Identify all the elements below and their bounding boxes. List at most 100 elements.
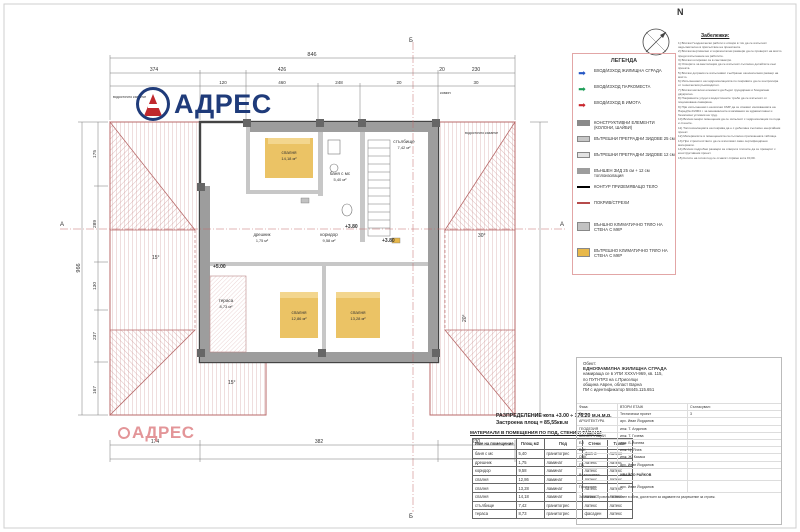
note-item: 8) Покривните улуци и водосточните тръби… xyxy=(678,96,767,105)
room-5-name: спалня xyxy=(291,310,307,315)
legend-title: ЛЕГЕНДА xyxy=(610,58,638,64)
legend-item-label: ВЪТРЕШНО КЛИМАТИЧНО ТЯЛО НА СТЕНА С МКР xyxy=(594,248,668,258)
signoff-person: арх. Иван Йорданов xyxy=(617,418,687,425)
table-row: дрешник 1,75 ламинат латекс латекс xyxy=(472,457,633,468)
ac-indoor-box xyxy=(391,237,401,244)
room-1-name: спалня xyxy=(281,150,297,155)
signoff-discipline: КОНСТРУКЦИИ xyxy=(579,433,606,438)
note-item: 6) Изпълнението на хидроизолацията по по… xyxy=(678,79,779,88)
sheet-frame xyxy=(3,3,797,529)
legend-item-label: ВЪТРЕШНИ ПРЕГРАДНИ ЗИДОВЕ 25 см xyxy=(594,136,675,141)
distribution-line-1: РАЗПРЕДЕЛЕНИЕ кота +3.00 ÷ 176.20 м.н.м.… xyxy=(496,413,612,419)
table-cell: 7,42 xyxy=(515,500,545,511)
ac-outdoor-box xyxy=(300,197,310,204)
slope-label-left: 15° xyxy=(152,255,160,261)
chimney-label: комин xyxy=(440,91,451,95)
signoff-discipline: ПБ xyxy=(579,462,584,467)
terrace-deck xyxy=(209,275,247,353)
note-item: 2) Всички вертикални и хоризонтални разм… xyxy=(678,49,782,58)
section-marker-a-left: А xyxy=(60,222,64,228)
entry-arrow-blue-icon: ➡ xyxy=(578,67,586,78)
object-location-3: община Аврен, област Варна xyxy=(583,381,642,387)
assignor-signature xyxy=(687,468,781,480)
legend-line xyxy=(577,186,590,188)
dim-left-c: 130 xyxy=(92,282,98,290)
dim-left-overall: 966 xyxy=(76,263,82,272)
designer-label: Проектант: xyxy=(579,484,598,489)
legend-item: ➡ ВХОД/ИЗХОД ЖИЛИЩНА СГРАДА xyxy=(577,68,675,78)
north-label: N xyxy=(677,7,684,17)
building-walls xyxy=(197,119,440,364)
materials-title: МАТЕРИАЛИ В ПОМЕЩЕНИЯ ПО ПОД, СТЕНИ И ТА… xyxy=(470,430,602,435)
signoff-signature xyxy=(687,439,781,447)
dim-left-d: 237 xyxy=(92,332,98,340)
object-label: Обект: xyxy=(583,361,597,366)
room-4-area: 9,58 м² xyxy=(323,238,337,243)
table-cell: дрешник xyxy=(472,457,517,468)
room-8-area: 1,75 м² xyxy=(256,239,269,243)
floor-name: ВТОРИ ЕТАЖ xyxy=(617,404,687,411)
dim-top-right: 230 xyxy=(472,67,481,73)
elevation-mark-3: +3.80 xyxy=(382,238,395,244)
title-block-object: Обект: ЕДНОФАМИЛНА ЖИЛИЩНА СГРАДА намира… xyxy=(583,361,733,392)
signoff-person: инж. Ж. Казака xyxy=(617,454,687,461)
dim-top-seg-a: 120 xyxy=(219,80,227,85)
dim-top-seg-b: 460 xyxy=(278,80,286,85)
bed-markers xyxy=(265,138,380,338)
footnote-text: Забележка: Проектът е изготвен в обем, д… xyxy=(579,494,716,499)
assignor-label: Възложител: xyxy=(579,472,601,477)
designer-signature xyxy=(687,480,781,492)
dim-left-e: 167 xyxy=(92,386,98,394)
signoff-person: инж. Т. Андонов xyxy=(617,425,687,432)
signoff-person: инж. Б.Йонева xyxy=(617,439,687,447)
signoff-discipline: ВиК xyxy=(579,448,586,453)
signoff-discipline: АРХИТЕКТУРА xyxy=(579,419,605,424)
watermark-text: АДРЕС xyxy=(132,423,195,442)
object-location-2: по ПУП-ПРЗ на с.Приселци xyxy=(583,376,638,382)
legend-swatch xyxy=(577,120,590,126)
title-block-row: ГЕОДЕЗИЯ инж. Т. Андонов xyxy=(577,424,781,432)
materials-header-cell: Площ м2 xyxy=(515,438,545,450)
dim-top-seg-c: 248 xyxy=(335,80,343,85)
room-8-name: дрешник xyxy=(254,232,271,237)
room-6-name: спалня xyxy=(350,310,366,315)
table-cell: стълбище xyxy=(472,500,517,511)
downpipe-label-right: водосточно казанче xyxy=(465,131,498,135)
table-cell: баня с мс xyxy=(472,449,517,459)
signoff-person: инж. Ц. Янев xyxy=(617,447,687,454)
table-row: тераса 8,73 гранитогрес фасаден латекс xyxy=(472,509,633,519)
brand-logo: АДРЕС xyxy=(136,84,276,124)
legend-item: ➡ ВХОД/ИЗХОД ПАРКОМЕСТА xyxy=(577,84,675,94)
legend-item-label: ВХОД/ИЗХОД ЖИЛИЩНА СГРАДА xyxy=(594,68,662,73)
legend-item: ВЪНШЕН ЗИД 25 см + 12 см топлоизолация xyxy=(577,168,675,178)
room-7-area: 8,73 м² xyxy=(220,304,234,309)
sheet-number: 3 xyxy=(687,411,781,418)
agreed-label: Съгласувал: xyxy=(687,404,781,411)
bottom-dimension-lines xyxy=(109,440,516,462)
legend-swatch xyxy=(577,152,590,158)
room-2-name: баня с мс xyxy=(330,171,351,176)
title-block-row: ЕЛ инж. Б.Йонева xyxy=(577,438,781,447)
dim-top-mid1: 426 xyxy=(278,67,287,73)
object-name: ЕДНОФАМИЛНА ЖИЛИЩНА СГРАДА xyxy=(583,366,667,372)
brand-logo-text: АДРЕС xyxy=(174,88,272,119)
title-block: Обект: ЕДНОФАМИЛНА ЖИЛИЩНА СГРАДА намира… xyxy=(576,357,782,525)
materials-header-row: Име на помещение Площ м2 Под Стени Таван xyxy=(472,438,633,450)
title-block-footnote: Забележка: Проектът е изготвен в обем, д… xyxy=(577,491,781,506)
slope-label-right-top: 30° xyxy=(478,233,486,239)
note-item: 3) Всички котировки са в сантиметри. xyxy=(678,57,732,62)
legend-item-label: ВЪТРЕШНИ ПРЕГРАДНИ ЗИДОВЕ 12 см xyxy=(594,152,675,157)
legend-item: ВЪТРЕШНО КЛИМАТИЧНО ТЯЛО НА СТЕНА С МКР xyxy=(577,248,675,258)
phase-value: Технически проект xyxy=(617,411,687,418)
legend-swatch xyxy=(577,248,590,257)
room-6-area: 13,28 м² xyxy=(350,316,366,321)
brand-logo-icon xyxy=(136,87,170,121)
distribution-heading: РАЗПРЕДЕЛЕНИЕ кота +3.00 ÷ 176.20 м.н.м.… xyxy=(496,413,612,427)
title-block-row: Фаза: ВТОРИ ЕТАЖ Съгласувал: xyxy=(577,403,781,411)
title-block-row: Проектант: арх. Иван Йорданов xyxy=(577,479,781,492)
title-block-row: Възложител: ИВАЙЛО РАЙКОВ xyxy=(577,467,781,480)
downpipe-label: водосточно казанче xyxy=(113,95,146,99)
note-item: 13) При строителството да се използват с… xyxy=(678,138,768,147)
signoff-discipline: ЕЛ xyxy=(579,440,584,445)
legend-item: ВЪТРЕШНИ ПРЕГРАДНИ ЗИДОВЕ 25 см xyxy=(577,136,675,142)
